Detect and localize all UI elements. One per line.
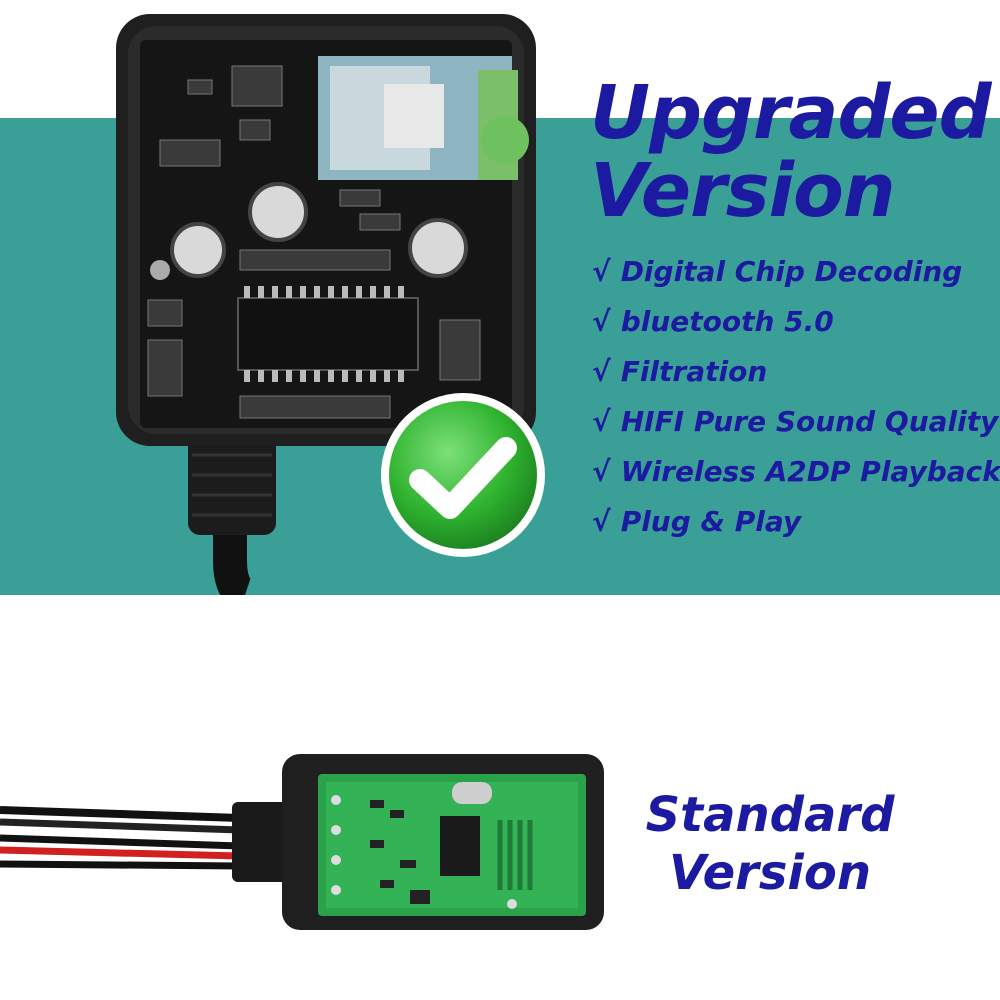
standard-module-photo [0, 754, 604, 930]
tick-icon: √ [592, 505, 611, 538]
upgraded-module-photo [116, 14, 536, 595]
feature-item: √ Filtration [592, 350, 992, 400]
tick-icon: √ [592, 355, 611, 388]
tick-icon: √ [592, 305, 611, 338]
feature-label: bluetooth 5.0 [620, 305, 834, 338]
tick-icon: √ [592, 405, 611, 438]
feature-item: √ HIFI Pure Sound Quality [592, 400, 998, 450]
tick-icon: √ [592, 255, 611, 288]
feature-item: √ Digital Chip Decoding [592, 250, 992, 300]
standard-title-line2: Version [668, 845, 872, 901]
upgraded-title-line2: Version [590, 148, 896, 234]
upgraded-title-line1: Upgraded [590, 70, 992, 156]
standard-version-title: Standard Version [640, 786, 900, 902]
feature-item: √ Plug & Play [592, 500, 992, 550]
feature-label: Digital Chip Decoding [620, 255, 963, 288]
feature-label: Plug & Play [620, 505, 802, 538]
upgraded-version-title: Upgraded Version [590, 74, 992, 230]
feature-label: HIFI Pure Sound Quality [620, 405, 999, 438]
check-circle-icon [381, 393, 545, 557]
feature-item: √ Wireless A2DP Playback [592, 450, 1000, 500]
feature-label: Wireless A2DP Playback [620, 455, 1000, 488]
feature-list: √ Digital Chip Decoding √ bluetooth 5.0 √ F… [592, 250, 1000, 550]
tick-icon: √ [592, 455, 611, 488]
feature-item: √ bluetooth 5.0 [592, 300, 992, 350]
feature-label: Filtration [620, 355, 768, 388]
standard-title-line1: Standard [645, 787, 895, 843]
